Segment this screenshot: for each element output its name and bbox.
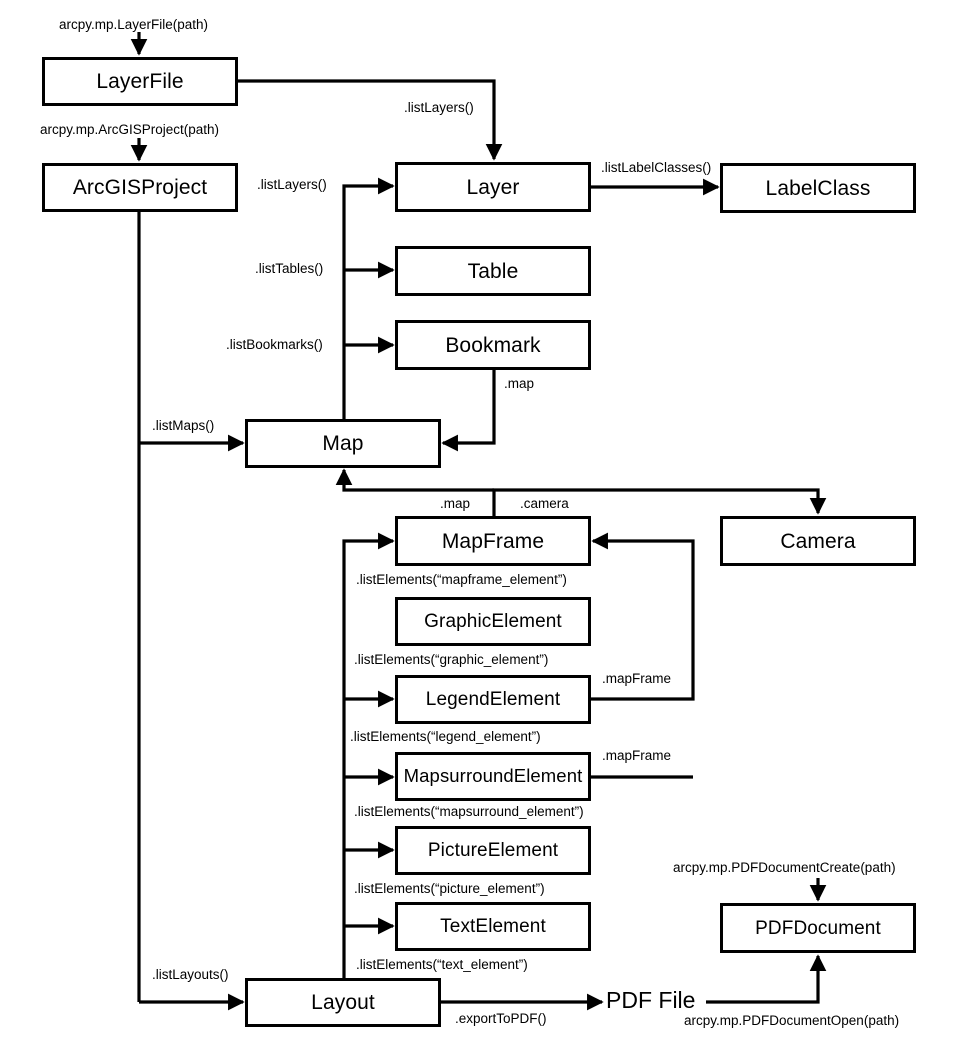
node-labelclass[interactable]: LabelClass (720, 163, 916, 213)
node-graphicelement[interactable]: GraphicElement (395, 597, 591, 646)
node-layout-label: Layout (311, 991, 375, 1014)
label-map-listlayers: .listLayers() (257, 177, 327, 192)
node-legendelement[interactable]: LegendElement (395, 675, 591, 724)
node-layer-label: Layer (466, 175, 520, 199)
label-mapsurround-mapframe: .mapFrame (602, 748, 672, 763)
node-layer[interactable]: Layer (395, 162, 591, 212)
node-layout[interactable]: Layout (245, 978, 441, 1027)
label-layout-exporttopdf: .exportToPDF() (455, 1011, 547, 1026)
label-bookmark-map: .map (504, 376, 535, 391)
node-map[interactable]: Map (245, 419, 441, 468)
node-camera[interactable]: Camera (720, 516, 916, 566)
label-list-picture-element: .listElements(“picture_element”) (354, 881, 545, 896)
label-layer-listlabelclasses: .listLabelClasses() (601, 160, 712, 175)
wire-mapframe-map (335, 468, 494, 492)
node-mapsurroundelement[interactable]: MapsurroundElement (395, 752, 591, 801)
node-arcgisproject-label: ArcGISProject (72, 176, 208, 199)
node-table[interactable]: Table (395, 246, 591, 296)
node-layerfile-label: LayerFile (96, 70, 184, 93)
pdf-file-text: PDF File (606, 987, 696, 1013)
node-textelement-label: TextElement (440, 916, 546, 937)
node-pdfdocument-label: PDFDocument (755, 917, 881, 939)
label-project-listlayouts: .listLayouts() (152, 967, 229, 982)
node-pictureelement-label: PictureElement (427, 840, 559, 861)
node-pictureelement[interactable]: PictureElement (395, 826, 591, 875)
label-list-mapframe-element: .listElements(“mapframe_element”) (356, 572, 567, 587)
node-layerfile[interactable]: LayerFile (42, 57, 238, 106)
node-bookmark[interactable]: Bookmark (395, 320, 591, 370)
node-bookmark-label: Bookmark (445, 333, 541, 357)
label-arcgisproject-ctor: arcpy.mp.ArcGISProject(path) (40, 122, 220, 137)
node-legendelement-label: LegendElement (425, 689, 561, 710)
node-table-label: Table (467, 259, 519, 283)
node-mapframe[interactable]: MapFrame (395, 516, 591, 566)
label-map-listbookmarks: .listBookmarks() (226, 337, 323, 352)
node-map-label: Map (322, 432, 364, 455)
label-list-graphic-element: .listElements(“graphic_element”) (354, 652, 549, 667)
wire-bookmark-map (441, 370, 496, 452)
label-layerfile-ctor: arcpy.mp.LayerFile(path) (59, 17, 209, 32)
node-labelclass-label: LabelClass (765, 176, 871, 200)
node-mapsurroundelement-label: MapsurroundElement (403, 765, 583, 787)
label-legend-mapframe: .mapFrame (602, 671, 672, 686)
node-camera-label: Camera (780, 529, 856, 553)
label-mapframe-map: .map (440, 496, 471, 511)
node-arcgisproject[interactable]: ArcGISProject (42, 163, 238, 212)
wire-layerfile-layer (237, 79, 503, 161)
label-pdfdocumentopen: arcpy.mp.PDFDocumentOpen(path) (684, 1013, 900, 1028)
node-graphicelement-label: GraphicElement (424, 611, 562, 632)
label-layerfile-listlayers: .listLayers() (404, 100, 474, 115)
wire-map-layer (342, 177, 395, 444)
label-map-listtables: .listTables() (255, 261, 324, 276)
wire-layout-mapframe (342, 532, 395, 978)
node-textelement[interactable]: TextElement (395, 902, 591, 951)
wire-pdffile-pdfdocument (706, 954, 827, 1004)
node-mapframe-label: MapFrame (441, 529, 545, 553)
label-list-mapsurround-element: .listElements(“mapsurround_element”) (354, 804, 584, 819)
label-list-legend-element: .listElements(“legend_element”) (350, 729, 541, 744)
label-mapframe-camera: .camera (520, 496, 569, 511)
label-project-listmaps: .listMaps() (152, 418, 215, 433)
label-list-text-element: .listElements(“text_element”) (356, 957, 528, 972)
label-pdfdocumentcreate: arcpy.mp.PDFDocumentCreate(path) (673, 860, 896, 875)
node-pdfdocument[interactable]: PDFDocument (720, 903, 916, 953)
